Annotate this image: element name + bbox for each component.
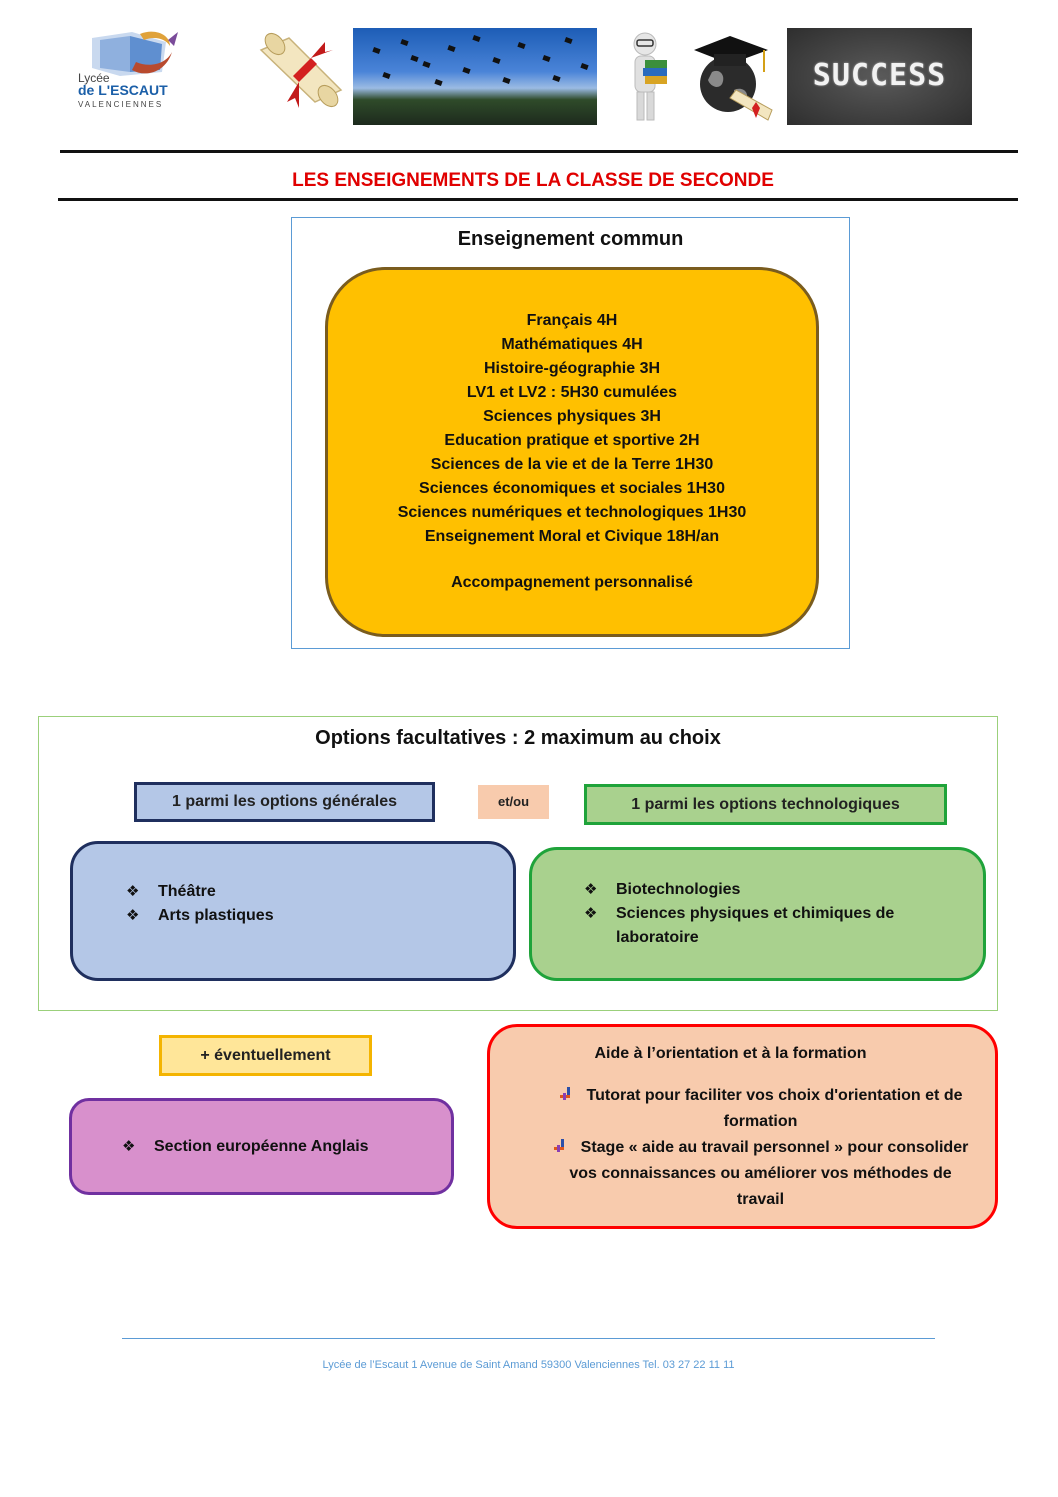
common-subjects-box [325,267,819,637]
european-section-box [69,1098,454,1195]
arrow-bullet-icon [553,1136,567,1152]
guidance-box [487,1024,998,1229]
logo-line2: de L'ESCAUT [78,82,168,98]
subject-item: Sciences physiques 3H [483,408,661,425]
guidance-list: Tutorat pour faciliter vos choix d'orien… [548,1083,973,1213]
common-section-frame [291,217,850,649]
guidance-heading: Aide à l’orientation et à la formation [594,1045,867,1062]
logo-graphic [92,31,178,76]
diamond-bullet-icon: ❖ [584,881,598,898]
options-heading: Options facultatives : 2 maximum au choi… [315,727,721,749]
option-label: Sciences physiques et chimiques de labor… [616,905,895,946]
tech-options-label: 1 parmi les options technologiques [584,784,947,825]
guidance-item: Stage « aide au travail personnel » pour… [569,1139,969,1208]
option-label: Biotechnologies [616,881,741,898]
footer-address: Lycée de l’Escaut 1 Avenue de Saint Aman… [322,1359,735,1371]
success-text: SUCCESS [812,58,947,93]
option-label: Arts plastiques [158,907,274,924]
diamond-bullet-icon: ❖ [122,1138,136,1155]
list-item: ❖ Théâtre [126,880,506,904]
subject-item: LV1 et LV2 : 5H30 cumulées [466,384,678,401]
list-item: ❖ Biotechnologies [584,878,924,902]
options-section-frame [38,716,998,1011]
list-item: Stage « aide au travail personnel » pour… [548,1135,973,1213]
title-bottom-rule [58,198,1018,201]
subject-item: Mathématiques 4H [501,336,643,353]
student-with-books-image [623,30,673,124]
option-label: Section européenne Anglais [154,1138,369,1155]
page-title: LES ENSEIGNEMENTS DE LA CLASSE DE SECOND… [292,170,774,191]
list-item: ❖ Sciences physiques et chimiques de lab… [584,902,924,950]
tech-options-box [529,847,986,981]
subject-item: Sciences économiques et sociales 1H30 [419,480,725,497]
subject-item: Sciences de la vie et de la Terre 1H30 [430,456,714,473]
general-options-list: ❖ Théâtre ❖ Arts plastiques [126,880,506,928]
subject-item: Enseignement Moral et Civique 18H/an [424,528,720,545]
arrow-bullet-icon [559,1084,573,1100]
general-options-label: 1 parmi les options générales [134,782,435,822]
globe-graduation-cap-image [690,28,774,126]
graduation-crowd-photo [353,28,597,125]
subject-item: Histoire-géographie 3H [483,360,661,377]
title-top-rule [60,150,1018,153]
personalized-support: Accompagnement personnalisé [451,574,693,591]
common-subjects-list: Français 4H Mathématiques 4H Histoire-gé… [325,309,819,549]
logo-line1: Lycée [78,71,110,85]
footer-rule [122,1338,935,1339]
success-chalkboard-image: SUCCESS [787,28,972,125]
tech-options-list: ❖ Biotechnologies ❖ Sciences physiques e… [584,878,924,950]
subject-item: Français 4H [526,312,618,329]
list-item: ❖ Section européenne Anglais [122,1135,442,1159]
common-heading: Enseignement commun [457,228,684,250]
general-options-box [70,841,516,981]
and-or-connector: et/ou [478,785,549,819]
subject-item: Sciences numériques et technologiques 1H… [397,504,747,521]
european-section-list: ❖ Section européenne Anglais [122,1135,442,1159]
guidance-item: Tutorat pour faciliter vos choix d'orien… [586,1087,963,1130]
list-item: ❖ Arts plastiques [126,904,506,928]
option-label: Théâtre [158,883,216,900]
diamond-bullet-icon: ❖ [584,905,598,922]
school-logo: Lycée de L'ESCAUT VALENCIENNES [70,28,180,112]
eventually-label: + éventuellement [159,1035,372,1076]
diploma-scroll-image [255,32,347,116]
logo-line3: VALENCIENNES [78,100,164,109]
diamond-bullet-icon: ❖ [126,883,140,900]
subject-item: Education pratique et sportive 2H [444,432,700,449]
list-item: Tutorat pour faciliter vos choix d'orien… [548,1083,973,1135]
diamond-bullet-icon: ❖ [126,907,140,924]
